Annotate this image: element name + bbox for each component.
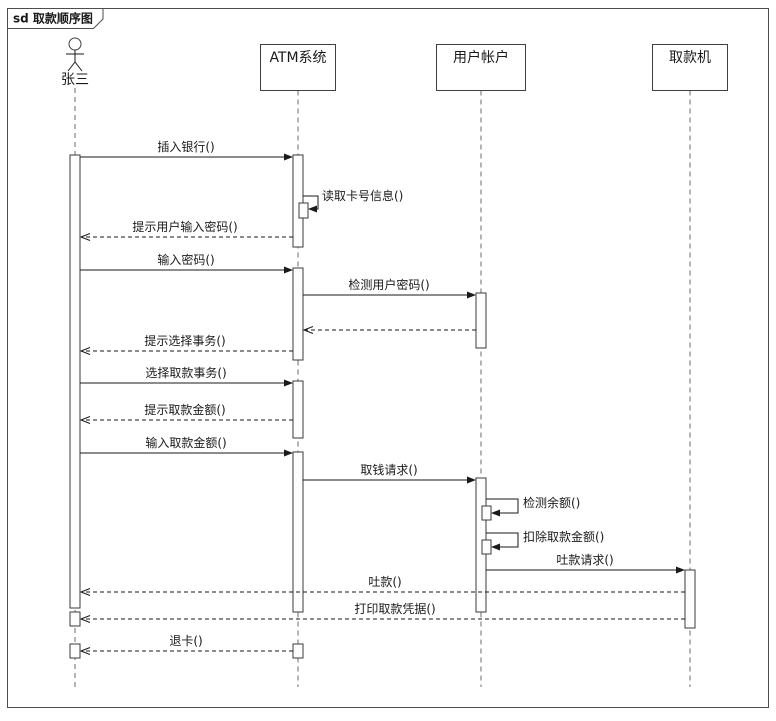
lifeline-head-account: 用户帐户: [436, 44, 526, 91]
message-deduct-amount-self: 扣除取款金额(): [486, 529, 604, 551]
activation-account-1: [475, 292, 487, 349]
lifeline-name-atm: ATM系统: [269, 50, 326, 66]
activation-account-self-1: [481, 505, 492, 521]
message-insert-card: 插入银行(): [80, 140, 293, 161]
message-enter-password: 输入密码(): [80, 252, 293, 274]
message-label: 吐款(): [368, 575, 401, 589]
arrowhead-solid-icon: [284, 379, 293, 387]
frame-label-pentagon: [7, 8, 104, 29]
activation-zhangsan-card-return: [69, 643, 81, 659]
lifeline-head-atm: ATM系统: [260, 44, 336, 91]
message-label: 退卡(): [169, 634, 202, 648]
arrowhead-solid-icon: [491, 543, 500, 551]
actor-icon: [67, 61, 76, 72]
message-label: 提示选择事务(): [144, 333, 225, 348]
actor-zhangsan: 张三: [61, 37, 89, 88]
message-check-password: 检测用户密码(): [303, 277, 476, 299]
message-label: 提示用户输入密码(): [132, 219, 237, 234]
message-dispense-request: 吐款请求(): [486, 553, 685, 574]
message-label: 扣除取款金额(): [523, 529, 604, 544]
message-password-result-return: [302, 326, 476, 334]
arrowhead-open-icon: [302, 326, 314, 334]
activation-atm-4: [292, 451, 304, 613]
arrowhead-open-icon: [79, 347, 91, 355]
message-dispense-cash: 吐款(): [79, 575, 685, 596]
actor-icon: [68, 37, 82, 51]
lifeline-box-atm: [260, 44, 336, 91]
arrowhead-open-icon: [79, 416, 91, 424]
activation-atm-card-return: [292, 643, 304, 659]
lifeline-name-cash-machine: 取款机: [669, 50, 711, 66]
message-line: [486, 532, 519, 548]
message-label: 检测用户密码(): [348, 277, 429, 292]
activation-atm-2: [292, 267, 304, 361]
activation-atm-self: [298, 202, 309, 219]
activation-account-self-2: [481, 539, 492, 555]
message-check-balance-self: 检测余额(): [486, 495, 580, 517]
arrowhead-solid-icon: [284, 266, 293, 274]
lifeline-box-account: [436, 44, 526, 91]
arrowhead-solid-icon: [284, 449, 293, 457]
message-label: 输入密码(): [157, 252, 214, 267]
message-return-card: 退卡(): [79, 634, 293, 655]
message-prompt-select-transaction: 提示选择事务(): [79, 333, 293, 355]
arrowhead-solid-icon: [467, 291, 476, 299]
diagram-frame: [7, 8, 769, 708]
activation-atm-3: [292, 380, 304, 439]
lifeline-name-account: 用户帐户: [453, 49, 509, 66]
message-read-card-info-self: 读取卡号信息(): [303, 188, 403, 213]
message-label: 检测余额(): [523, 495, 580, 510]
frame-title: sd 取款顺序图: [13, 11, 93, 26]
lifeline-name-zhangsan: 张三: [61, 72, 89, 88]
message-select-withdraw-transaction: 选择取款事务(): [80, 365, 293, 387]
activation-zhangsan-main: [69, 154, 81, 609]
arrowhead-solid-icon: [284, 153, 293, 161]
message-withdraw-request: 取钱请求(): [303, 462, 476, 484]
arrowhead-open-icon: [79, 588, 91, 596]
message-prompt-enter-password: 提示用户输入密码(): [79, 219, 293, 241]
arrowhead-solid-icon: [467, 476, 476, 484]
message-label: 选择取款事务(): [145, 365, 226, 380]
arrowhead-solid-icon: [308, 205, 317, 213]
message-label: 取钱请求(): [360, 462, 417, 477]
message-label: 输入取款金额(): [145, 435, 226, 450]
arrowhead-open-icon: [79, 233, 91, 241]
message-print-receipt: 打印取款凭据(): [79, 601, 685, 623]
arrowhead-solid-icon: [491, 509, 500, 517]
message-label: 打印取款凭据(): [354, 601, 435, 616]
activation-zhangsan-receipt: [69, 611, 81, 627]
arrowhead-open-icon: [79, 615, 91, 623]
message-label: 插入银行(): [157, 140, 214, 154]
message-line: [486, 498, 519, 514]
arrowhead-solid-icon: [676, 566, 685, 574]
lifeline-box-cash-machine: [652, 44, 728, 91]
activation-cash-machine: [684, 569, 696, 629]
activation-atm-1: [292, 154, 304, 248]
arrowhead-open-icon: [79, 647, 91, 655]
message-label: 读取卡号信息(): [322, 188, 403, 203]
message-label: 吐款请求(): [556, 553, 613, 567]
message-enter-withdraw-amount: 输入取款金额(): [80, 435, 293, 457]
message-prompt-withdraw-amount: 提示取款金额(): [79, 402, 293, 424]
message-label: 提示取款金额(): [144, 402, 225, 417]
lifeline-head-cash-machine: 取款机: [652, 44, 728, 91]
actor-icon: [74, 61, 83, 72]
